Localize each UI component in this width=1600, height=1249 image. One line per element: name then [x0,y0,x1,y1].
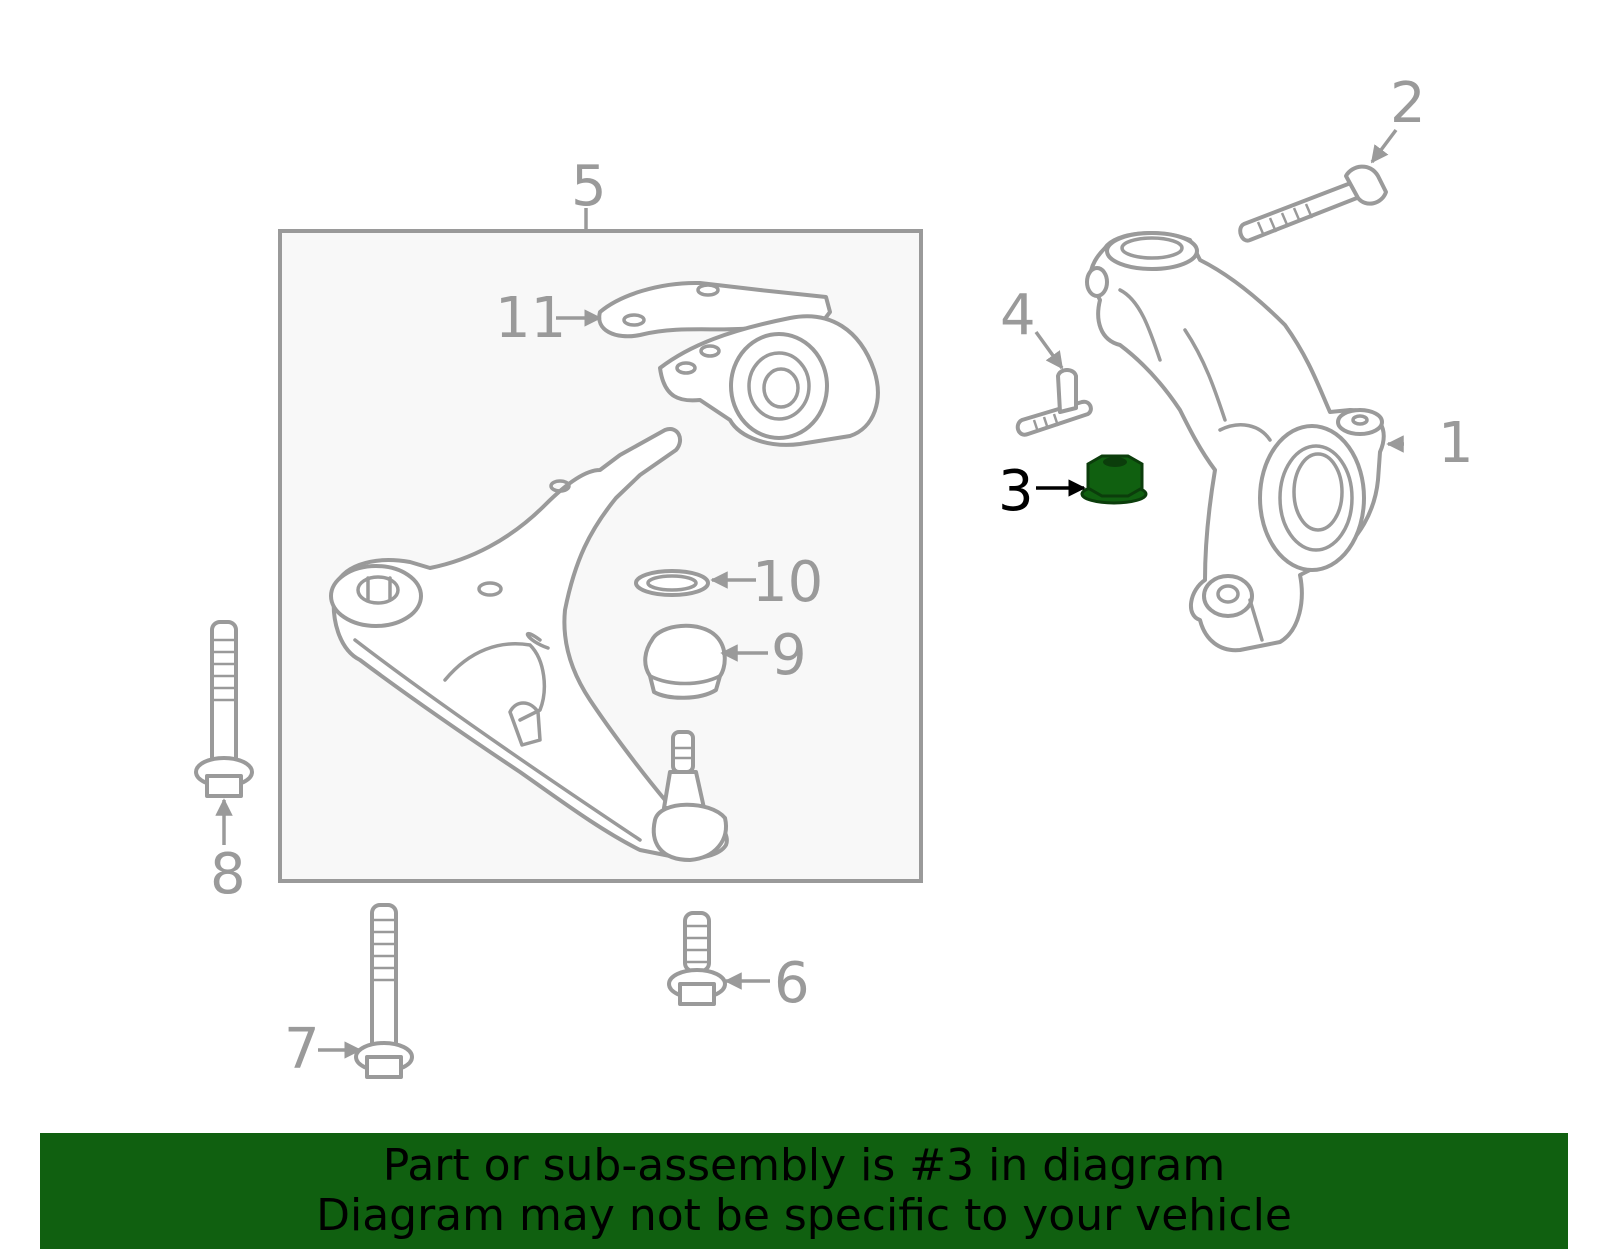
part-6-bolt[interactable] [667,911,727,1006]
callout-10[interactable]: 10 [752,550,823,615]
callout-6[interactable]: 6 [774,951,810,1016]
part-4-pin[interactable] [1015,368,1093,437]
part-3-nut[interactable] [1080,454,1148,505]
callout-4[interactable]: 4 [1000,283,1036,348]
part-1-steering-knuckle[interactable] [1085,231,1386,653]
leader-4 [1034,330,1064,370]
ball-joint[interactable] [651,730,728,862]
part-8-bolt[interactable] [194,620,254,798]
callout-7[interactable]: 7 [284,1017,320,1082]
callout-2[interactable]: 2 [1390,71,1426,136]
part-5-lower-control-arm[interactable] [329,427,729,861]
callout-9[interactable]: 9 [771,623,807,688]
info-banner: Part or sub-assembly is #3 in diagram Di… [40,1133,1568,1249]
leader-2 [1370,128,1398,164]
part-9-dust-boot[interactable] [643,623,727,700]
part-7-bolt[interactable] [354,903,414,1079]
part-10-snap-ring[interactable] [634,569,710,597]
callout-5[interactable]: 5 [571,154,607,219]
part-11-bushing-bracket[interactable] [597,280,880,447]
callout-8[interactable]: 8 [210,842,246,907]
callout-3[interactable]: 3 [998,459,1034,524]
banner-line-2: Diagram may not be specific to your vehi… [316,1190,1292,1241]
banner-line-1: Part or sub-assembly is #3 in diagram [382,1140,1226,1191]
callout-1[interactable]: 1 [1438,411,1474,476]
part-2-bolt[interactable] [1238,164,1388,243]
callout-11[interactable]: 11 [495,286,566,351]
